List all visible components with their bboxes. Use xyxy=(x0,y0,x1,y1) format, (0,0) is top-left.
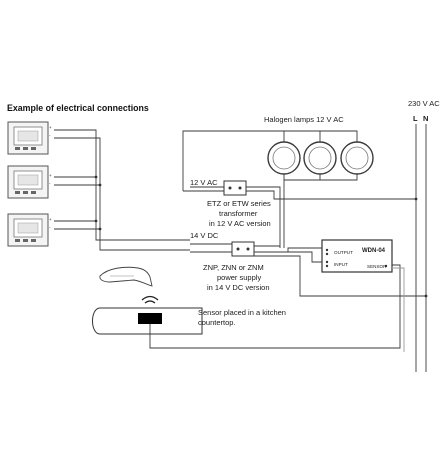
halogen-lamp-1 xyxy=(267,141,301,175)
transformer-desc-3: in 12 V AC version xyxy=(209,219,271,228)
transformer-mains-wire-a xyxy=(246,186,281,248)
panel3-plus: + xyxy=(49,217,52,222)
transformer-input-label: 12 V AC xyxy=(190,178,218,187)
halogen-lamps-label: Halogen lamps 12 V AC xyxy=(264,115,344,124)
psu-desc-3: in 14 V DC version xyxy=(207,283,270,292)
wdn-input-label: INPUT xyxy=(334,262,348,267)
halogen-lamp-2 xyxy=(303,141,337,175)
wdn-module xyxy=(321,239,393,273)
transformer-desc-2: transformer xyxy=(219,209,258,218)
mains-junction-1 xyxy=(414,197,418,201)
hand-illustration xyxy=(99,266,153,287)
sensor-cable-shield xyxy=(392,267,405,352)
lamp-wires xyxy=(182,130,358,248)
panel1-plus: + xyxy=(49,125,52,130)
sensor-desc-1: Sensor placed in a kitchen xyxy=(198,308,286,317)
halogen-lamp-3 xyxy=(340,141,374,175)
sensor-wave-icon xyxy=(141,295,159,304)
panel-bus-wires xyxy=(54,129,190,251)
psu-mains-wire xyxy=(254,255,426,297)
thermostat-panel-1 xyxy=(7,121,49,155)
transformer-mains-wire-b xyxy=(246,190,416,200)
sensor-cable xyxy=(149,264,401,349)
panel2-plus: + xyxy=(49,173,52,178)
panel1-minus: - xyxy=(49,133,51,138)
power-supply-block xyxy=(231,241,255,257)
psu-desc-2: power supply xyxy=(217,273,261,282)
sensor-desc-2: countertop. xyxy=(198,318,236,327)
wdn-name: WDN-04 xyxy=(362,248,386,254)
wdn-input-wire xyxy=(288,251,322,263)
thermostat-panel-2 xyxy=(7,165,49,199)
wdn-output-label: OUTPUT xyxy=(334,250,353,255)
transformer-block xyxy=(223,180,247,196)
thermostat-panel-3 xyxy=(7,213,49,247)
psu-out-wire-b xyxy=(254,247,322,253)
panel3-minus: - xyxy=(49,225,51,230)
psu-desc-1: ZNP, ZNN or ZNM xyxy=(203,263,264,272)
mains-n-label: N xyxy=(423,114,428,123)
panel2-minus: - xyxy=(49,181,51,186)
sensor-device xyxy=(138,313,162,324)
power-supply-input-label: 14 V DC xyxy=(190,231,219,240)
mains-voltage-label: 230 V AC xyxy=(408,99,440,108)
mains-junction-2 xyxy=(424,294,428,298)
diagram-title: Example of electrical connections xyxy=(7,103,149,113)
transformer-desc-1: ETZ or ETW series xyxy=(207,199,271,208)
wdn-sensor-label: SENSOR xyxy=(367,264,387,269)
mains-l-label: L xyxy=(413,114,418,123)
